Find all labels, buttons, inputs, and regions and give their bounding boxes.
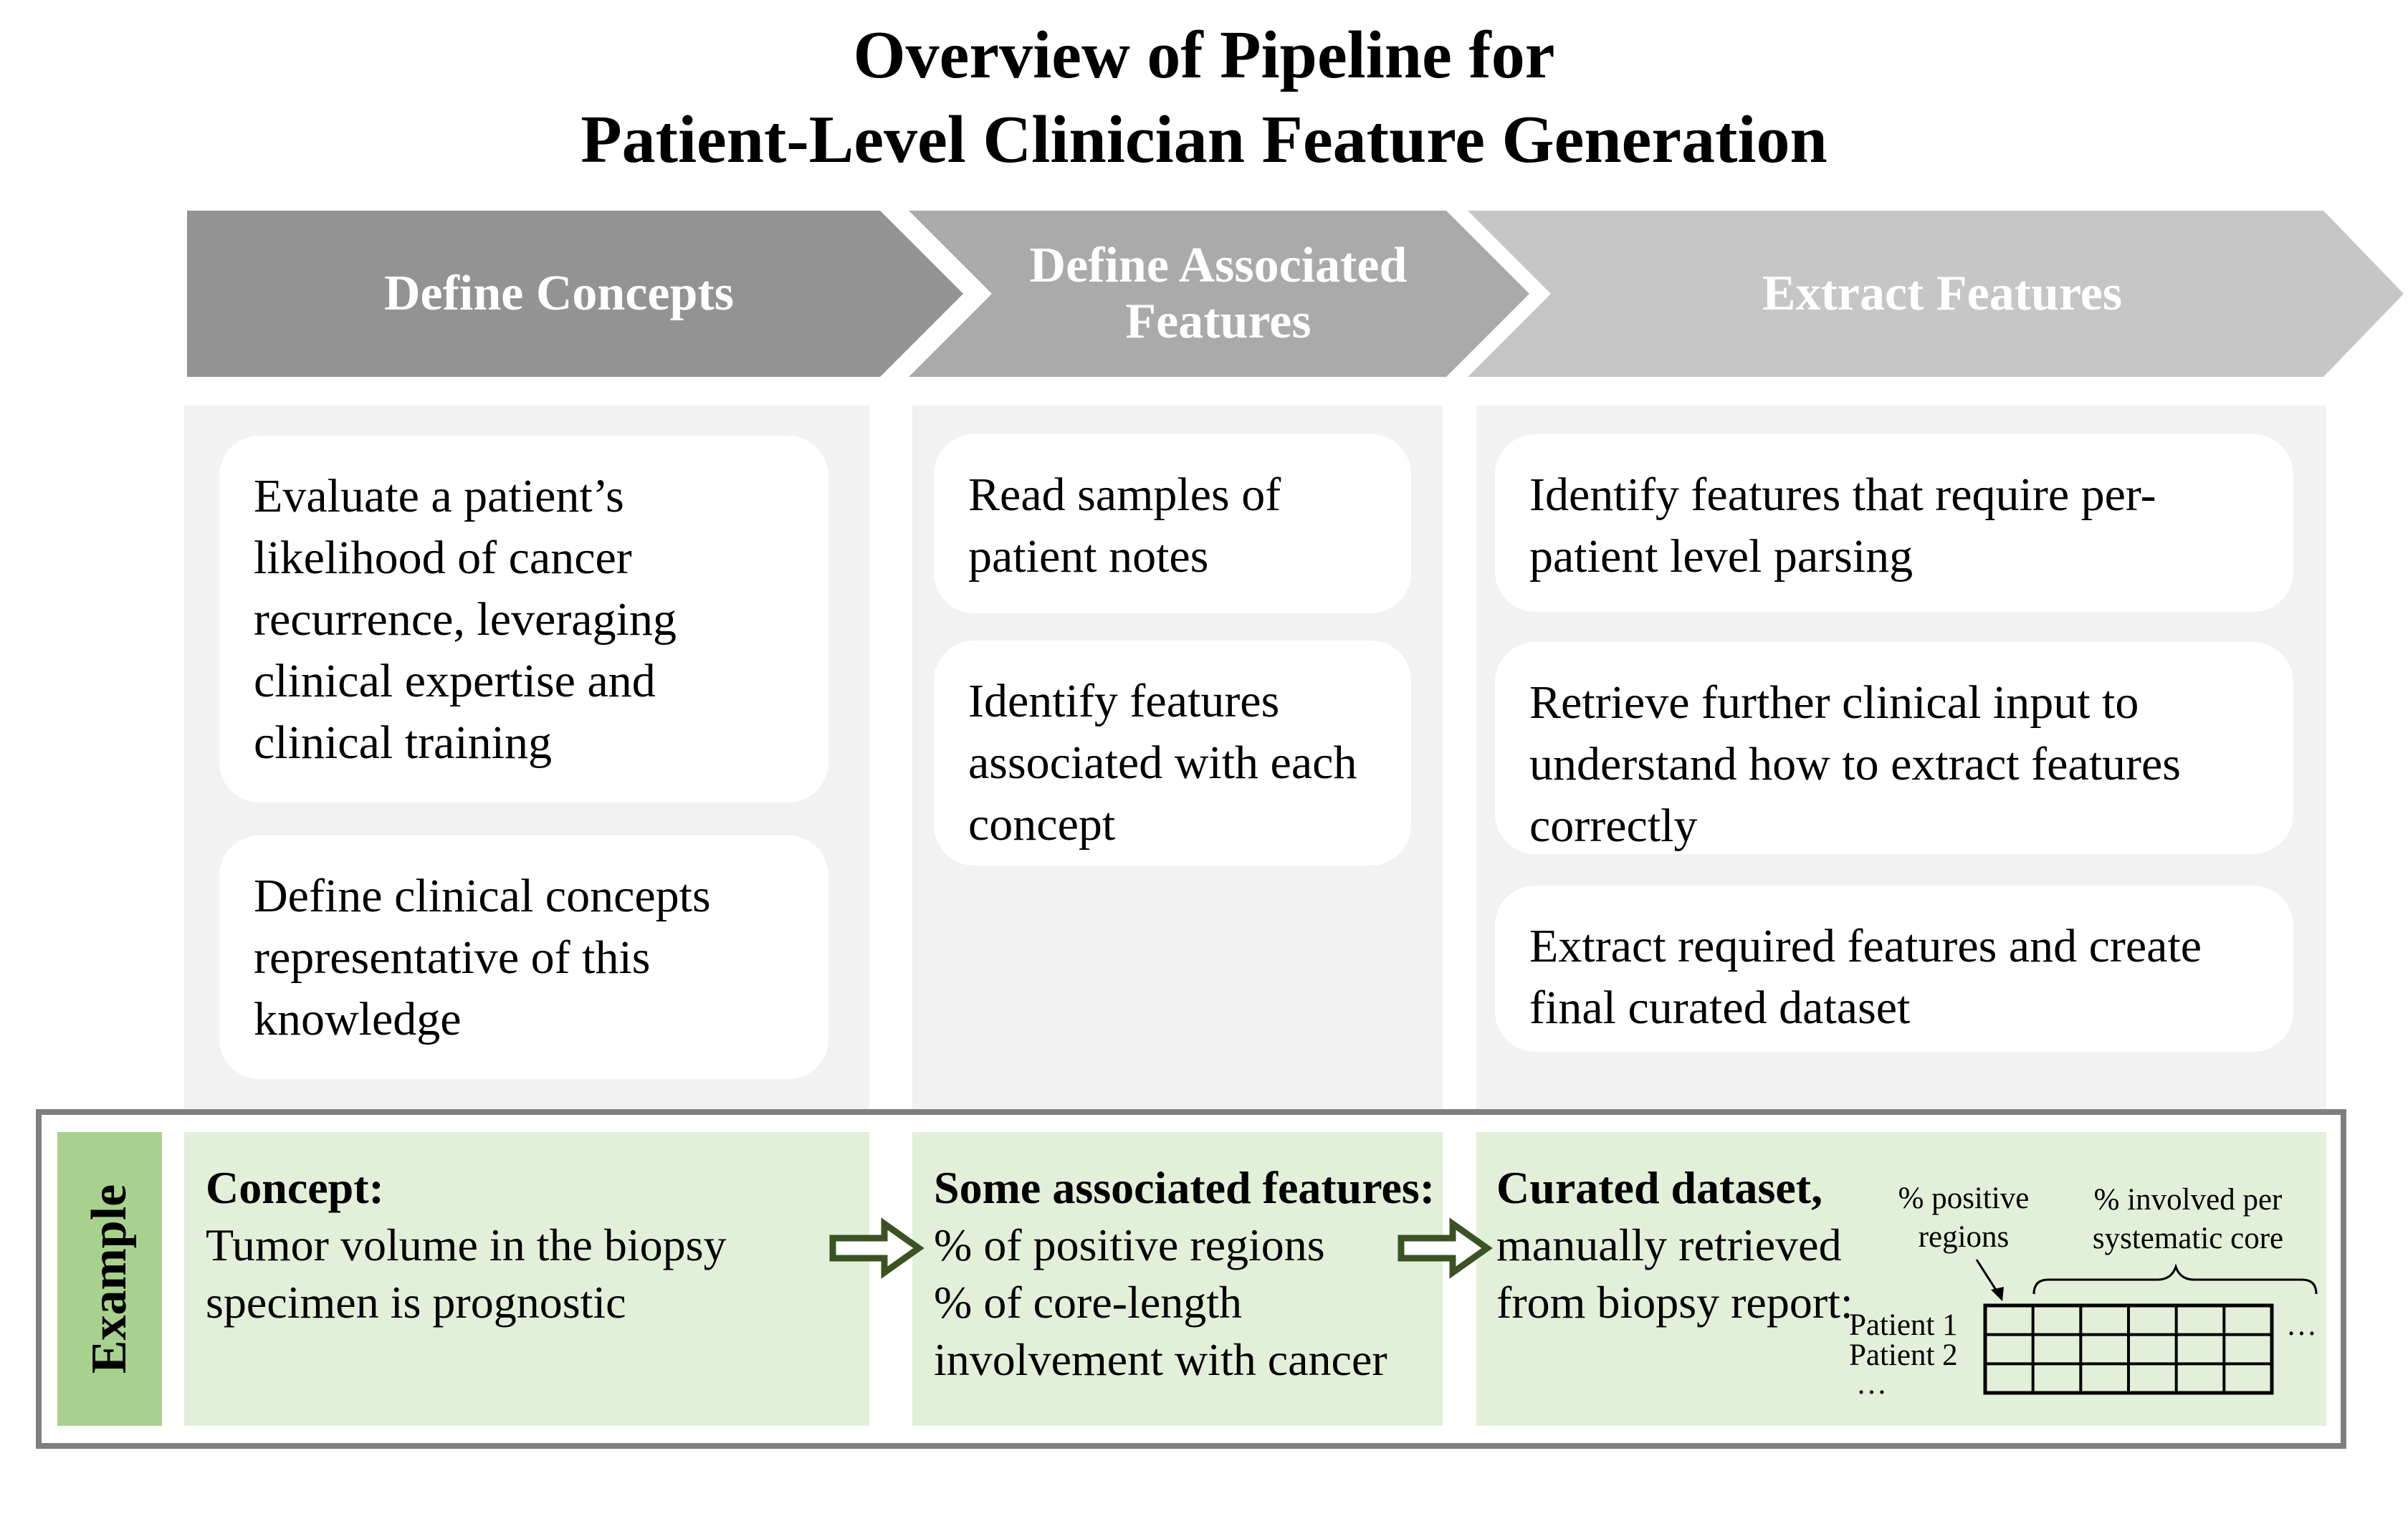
example-concept-text: Tumor volume in the biopsy specimen is p…: [206, 1219, 727, 1328]
brace-path: [2032, 1263, 2318, 1295]
card-identify-associated-features: Identify features associated with each c…: [934, 641, 1411, 866]
diagram-title: Overview of Pipeline for Patient-Level C…: [0, 13, 2408, 182]
card-define-clinical-concepts: Define clinical concepts representative …: [219, 835, 828, 1079]
hollow-arrow-shape: [829, 1217, 924, 1279]
example-feature-2: % of core-length involvement with cancer: [934, 1277, 1387, 1385]
pointer-head: [1991, 1287, 2004, 1301]
example-dataset-text: manually retrieved from biopsy report:: [1496, 1219, 1853, 1328]
example-dataset-heading: Curated dataset,: [1496, 1162, 1823, 1213]
step-2-line-1: Define Associated: [1029, 238, 1408, 293]
example-feature-1: % of positive regions: [934, 1219, 1325, 1270]
example-tab: Example: [57, 1132, 162, 1426]
flow-arrow-1: [829, 1217, 924, 1279]
chevron-define-associated-features: [909, 211, 1529, 377]
table-col-ellipsis: …: [2286, 1308, 2317, 1342]
pointer-arrow: [1975, 1259, 2004, 1301]
chevron-define-concepts: [187, 211, 963, 377]
example-concept-panel: Concept: Tumor volume in the biopsy spec…: [184, 1132, 869, 1426]
step-label-define-concepts: Define Concepts: [215, 211, 903, 377]
hollow-arrow-shape: [1398, 1217, 1493, 1279]
example-features-panel: Some associated features: % of positive …: [912, 1132, 1443, 1426]
table-row-ellipsis: …: [1856, 1367, 1887, 1401]
chevron-extract-features: [1468, 211, 2404, 377]
example-concept-heading: Concept:: [206, 1162, 384, 1213]
card-read-patient-notes: Read samples of patient notes: [934, 434, 1411, 613]
flow-arrow-2: [1398, 1217, 1493, 1279]
table-row-label-2: Patient 2: [1849, 1338, 1958, 1372]
title-line-2: Patient-Level Clinician Feature Generati…: [580, 102, 1828, 177]
table-col-label-positive-regions: % positive regions: [1898, 1182, 2030, 1254]
step-chevrons: [187, 211, 2404, 377]
title-line-1: Overview of Pipeline for: [853, 18, 1555, 92]
example-frame: [36, 1109, 2346, 1449]
card-extract-final-dataset: Extract required features and create fin…: [1495, 886, 2293, 1052]
column-brace: [2032, 1263, 2318, 1295]
example-dataset-panel: Curated dataset, manually retrieved from…: [1476, 1132, 2326, 1426]
example-features-heading: Some associated features:: [934, 1162, 1435, 1213]
step-label-extract-features: Extract Features: [1562, 211, 2322, 377]
card-identify-per-patient-features: Identify features that require per-patie…: [1495, 434, 2293, 612]
card-retrieve-clinical-input: Retrieve further clinical input to under…: [1495, 642, 2293, 854]
dataset-mini-table: [1983, 1303, 2274, 1395]
step-2-line-2: Features: [1125, 294, 1312, 349]
table-row-label-1: Patient 1: [1849, 1308, 1958, 1342]
step-1-line-1: Define Concepts: [384, 266, 734, 321]
step-label-define-associated-features: Define Associated Features: [975, 211, 1462, 377]
card-evaluate-likelihood: Evaluate a patient’s likelihood of cance…: [219, 436, 828, 802]
step-3-line-1: Extract Features: [1762, 266, 2123, 321]
table-col-label-involved-core: % involved per systematic core: [2092, 1183, 2284, 1255]
